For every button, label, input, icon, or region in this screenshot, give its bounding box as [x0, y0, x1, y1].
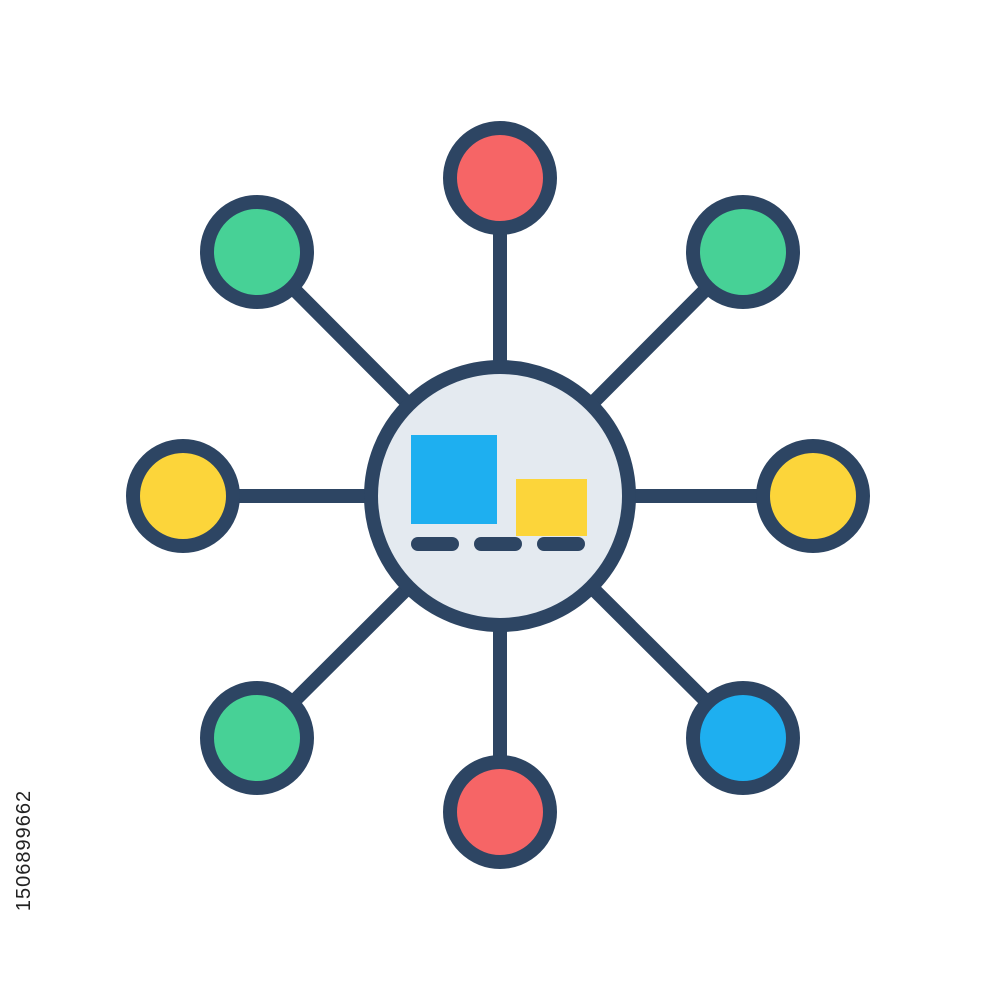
- connector-bottom-left: [285, 580, 416, 710]
- hub-circle: [364, 360, 636, 632]
- connector-top-right: [584, 280, 715, 412]
- dash-mark: [411, 537, 459, 551]
- node-top: [443, 121, 557, 235]
- connector-lines: [226, 221, 770, 769]
- connector-top-left: [285, 280, 416, 412]
- dash-mark: [537, 537, 585, 551]
- connector-bottom-right: [584, 580, 715, 710]
- node-right: [756, 439, 870, 553]
- node-bottom-right: [686, 681, 800, 795]
- stock-id-text: 1506899662: [13, 789, 36, 911]
- central-hub: [364, 360, 636, 632]
- node-top-right: [686, 195, 800, 309]
- satellite-nodes: [126, 121, 870, 869]
- node-bottom-left: [200, 681, 314, 795]
- large-block-icon: [411, 435, 497, 524]
- stock-id-label: 1506899662: [10, 750, 40, 950]
- node-top-left: [200, 195, 314, 309]
- dash-mark: [474, 537, 522, 551]
- node-left: [126, 439, 240, 553]
- small-block-icon: [516, 479, 587, 536]
- node-bottom: [443, 755, 557, 869]
